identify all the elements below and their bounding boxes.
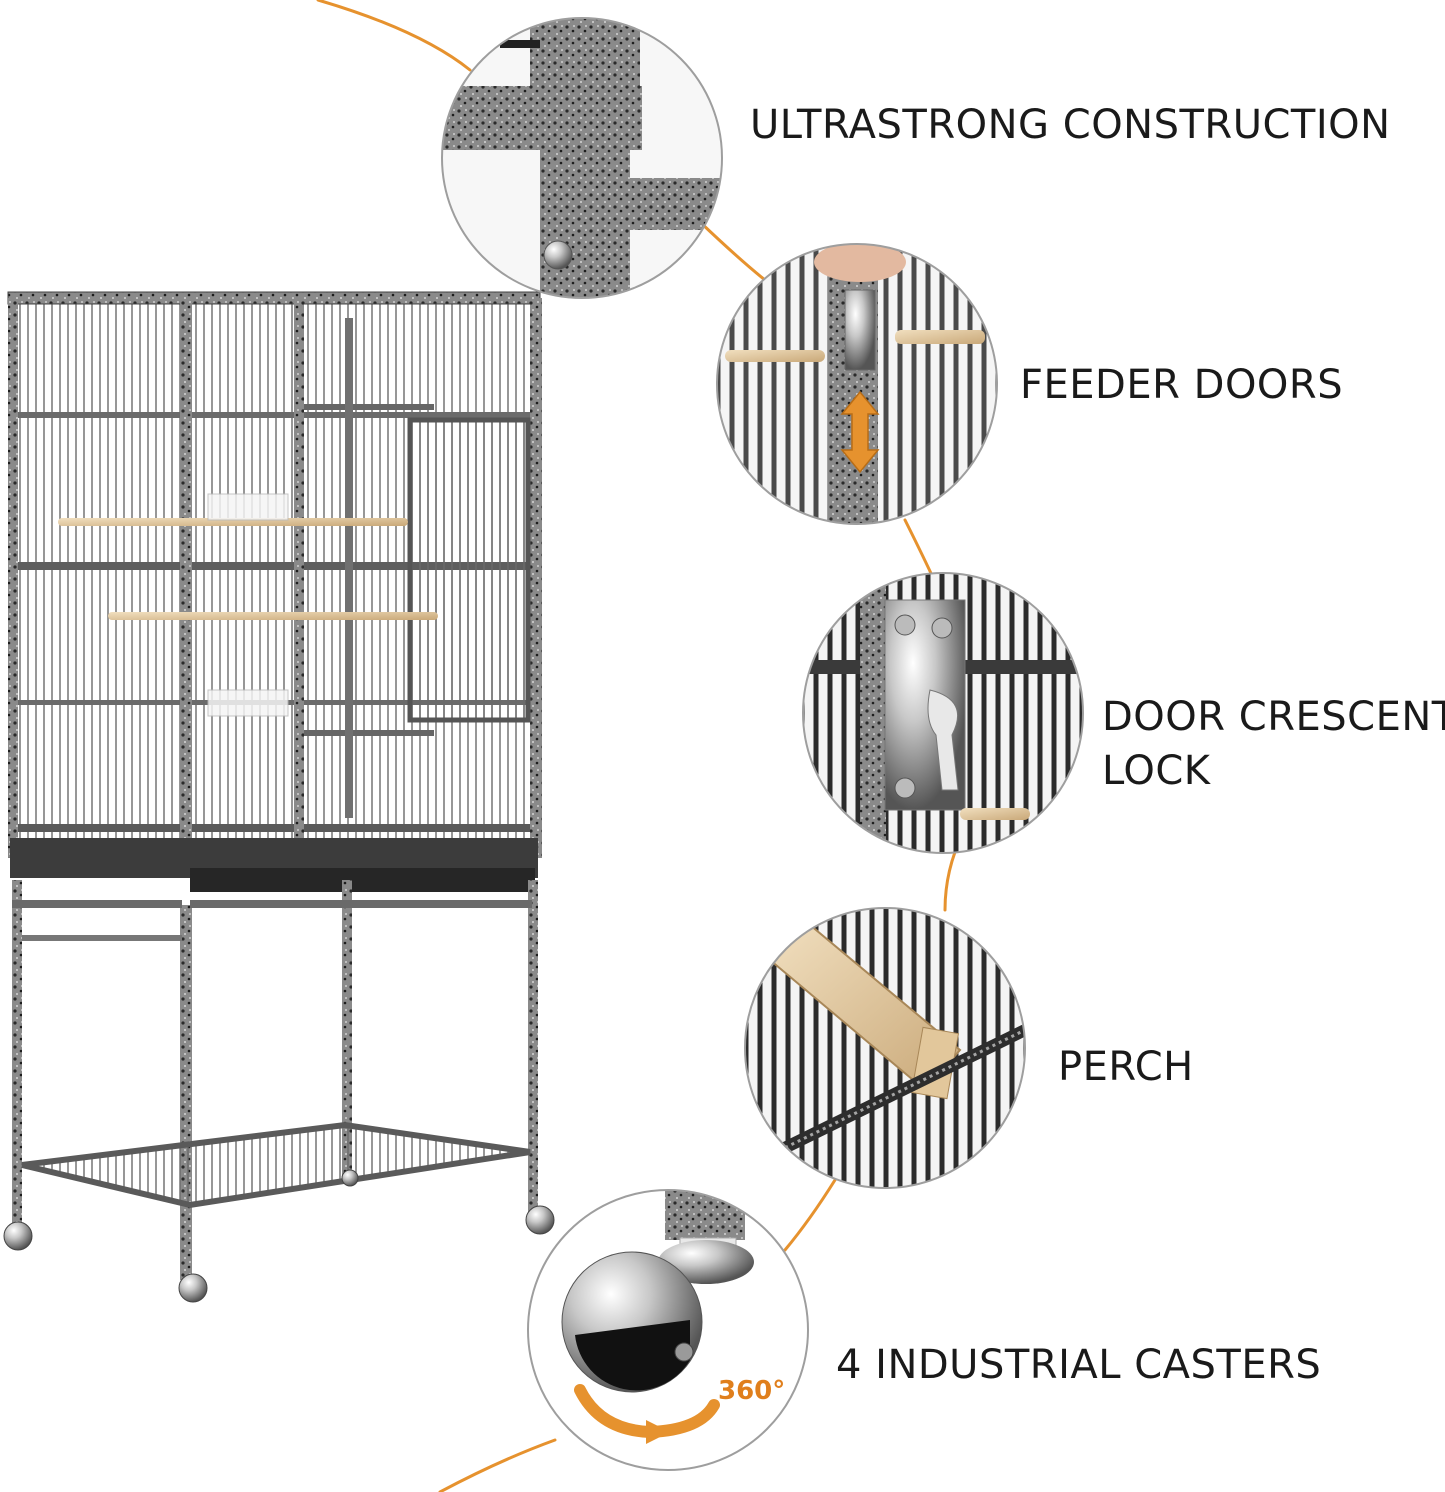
rotation-degrees: 360° (718, 1376, 786, 1406)
feature-label-feeder-doors: FEEDER DOORS (1020, 362, 1344, 408)
construction-closeup-icon (441, 17, 723, 299)
feature-label-crescent-lock: DOOR CRESCENT LOCK (1102, 690, 1445, 798)
feature-label-casters: 4 INDUSTRIAL CASTERS (836, 1342, 1322, 1388)
connector-line (316, 0, 957, 1492)
feeder-door-closeup-icon (716, 243, 998, 525)
caster-closeup-icon (527, 1189, 809, 1471)
feature-label-construction: ULTRASTRONG CONSTRUCTION (750, 102, 1391, 148)
crescent-lock-closeup-icon (802, 572, 1084, 854)
perch-closeup-icon (744, 907, 1026, 1189)
feature-label-perch: PERCH (1058, 1044, 1194, 1090)
feature-label-crescent-lock-line2: LOCK (1102, 748, 1211, 794)
feature-label-crescent-lock-line1: DOOR CRESCENT (1102, 694, 1445, 740)
bird-cage (3, 291, 555, 1303)
